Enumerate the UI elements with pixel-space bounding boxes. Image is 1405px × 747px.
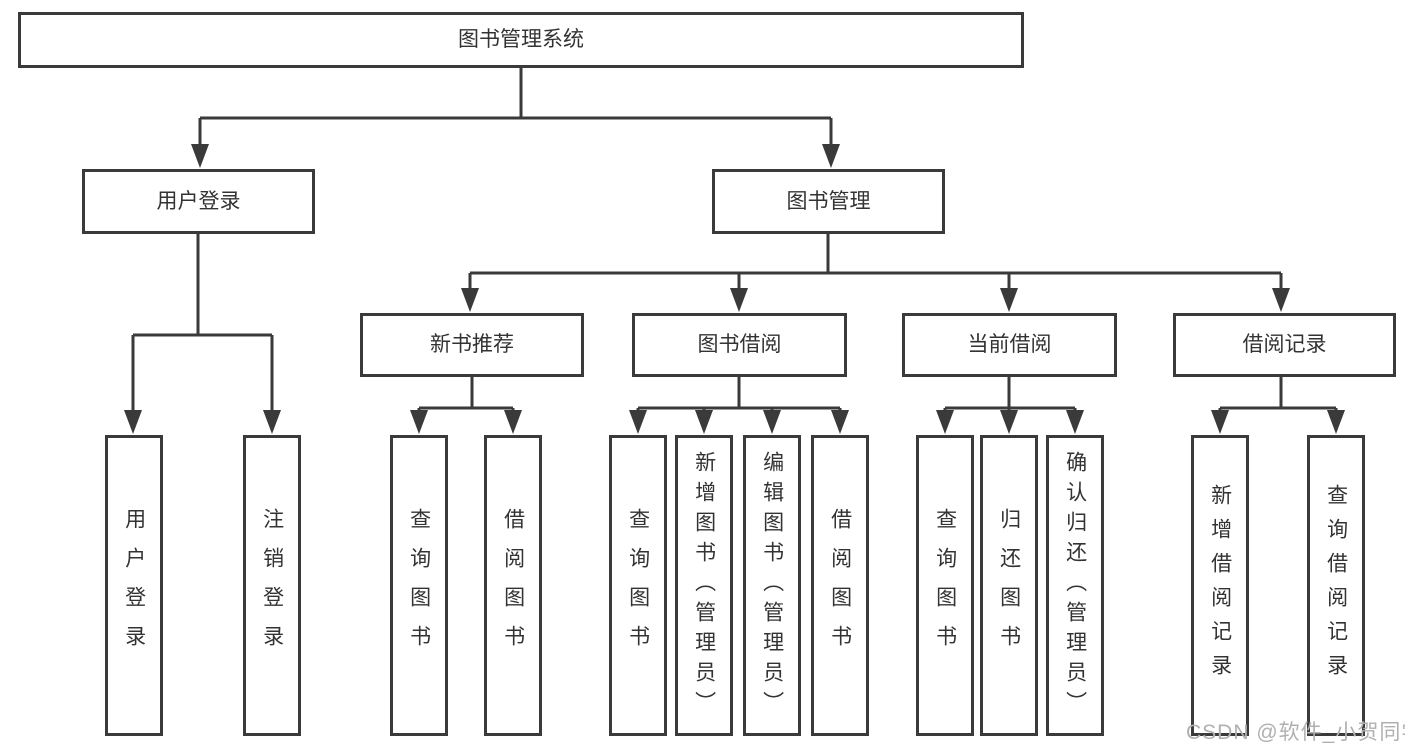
leaf-query-book-recommend: 查询图书 bbox=[390, 435, 448, 736]
node-root: 图书管理系统 bbox=[18, 12, 1024, 68]
leaf-query-book-recommend-label: 查询图书 bbox=[407, 507, 431, 664]
node-new-book-recommend-label: 新书推荐 bbox=[430, 333, 514, 357]
node-book-management: 图书管理 bbox=[712, 169, 945, 234]
leaf-query-book-borrow-label: 查询图书 bbox=[626, 507, 650, 664]
arrowhead-down-icon bbox=[461, 288, 479, 312]
arrowhead-down-icon bbox=[695, 410, 713, 434]
leaf-user-login: 用户登录 bbox=[105, 435, 163, 736]
arrowhead-down-icon bbox=[936, 410, 954, 434]
node-current-borrow-label: 当前借阅 bbox=[967, 333, 1052, 357]
leaf-edit-book-admin-label: 编辑图书（管理员） bbox=[760, 450, 784, 721]
node-new-book-recommend: 新书推荐 bbox=[360, 313, 584, 377]
arrowhead-down-icon bbox=[730, 288, 748, 312]
arrowhead-down-icon bbox=[1066, 410, 1084, 434]
leaf-add-borrow-record-label: 新增借阅记录 bbox=[1208, 483, 1232, 688]
arrowhead-down-icon bbox=[1000, 410, 1018, 434]
arrowhead-down-icon bbox=[1000, 288, 1018, 312]
connector-book-mgmt-children bbox=[468, 233, 1283, 295]
arrowhead-down-icon bbox=[763, 410, 781, 434]
leaf-confirm-return-admin-label: 确认归还（管理员） bbox=[1063, 450, 1087, 721]
leaf-add-book-admin: 新增图书（管理员） bbox=[675, 435, 733, 736]
node-user-login-label: 用户登录 bbox=[156, 189, 241, 213]
node-book-management-label: 图书管理 bbox=[786, 189, 871, 213]
arrowhead-down-icon bbox=[822, 144, 840, 168]
node-book-borrow-label: 图书借阅 bbox=[697, 333, 782, 357]
arrowhead-down-icon bbox=[124, 410, 142, 434]
node-user-login: 用户登录 bbox=[82, 169, 315, 234]
connector-new-book-children bbox=[417, 376, 515, 418]
leaf-query-borrow-record: 查询借阅记录 bbox=[1307, 435, 1365, 736]
leaf-edit-book-admin: 编辑图书（管理员） bbox=[743, 435, 801, 736]
leaf-borrow-book-borrow-label: 借阅图书 bbox=[828, 507, 852, 664]
leaf-return-book: 归还图书 bbox=[980, 435, 1038, 736]
leaf-query-book-current-label: 查询图书 bbox=[933, 507, 957, 664]
leaf-logout-login-label: 注销登录 bbox=[260, 507, 284, 664]
arrowhead-down-icon bbox=[1327, 410, 1345, 434]
leaf-borrow-book-recommend-label: 借阅图书 bbox=[501, 507, 525, 664]
leaf-confirm-return-admin: 确认归还（管理员） bbox=[1046, 435, 1104, 736]
leaf-return-book-label: 归还图书 bbox=[997, 507, 1021, 664]
leaf-query-book-borrow: 查询图书 bbox=[609, 435, 667, 736]
node-book-borrow: 图书借阅 bbox=[632, 313, 847, 377]
node-current-borrow: 当前借阅 bbox=[902, 313, 1117, 377]
leaf-user-login-label: 用户登录 bbox=[122, 507, 146, 664]
leaf-borrow-book-recommend: 借阅图书 bbox=[484, 435, 542, 736]
arrowhead-down-icon bbox=[1272, 288, 1290, 312]
arrowhead-down-icon bbox=[191, 144, 209, 168]
arrowhead-down-icon bbox=[629, 410, 647, 434]
node-root-label: 图书管理系统 bbox=[458, 28, 584, 52]
leaf-query-book-current: 查询图书 bbox=[916, 435, 974, 736]
arrowhead-down-icon bbox=[263, 410, 281, 434]
connector-user-login-children bbox=[131, 233, 274, 417]
leaf-add-book-admin-label: 新增图书（管理员） bbox=[692, 450, 716, 721]
leaf-borrow-book-borrow: 借阅图书 bbox=[811, 435, 869, 736]
arrowhead-down-icon bbox=[504, 410, 522, 434]
csdn-watermark: CSDN @软件_小贺同学 bbox=[1186, 721, 1405, 744]
connector-borrow-record-children bbox=[1218, 376, 1338, 418]
arrowhead-down-icon bbox=[1211, 410, 1229, 434]
leaf-query-borrow-record-label: 查询借阅记录 bbox=[1324, 483, 1348, 688]
node-borrow-record: 借阅记录 bbox=[1173, 313, 1396, 377]
connector-root-to-level2 bbox=[198, 67, 833, 150]
connector-book-borrow-children bbox=[636, 376, 842, 418]
node-borrow-record-label: 借阅记录 bbox=[1242, 333, 1327, 357]
leaf-logout-login: 注销登录 bbox=[243, 435, 301, 736]
leaf-add-borrow-record: 新增借阅记录 bbox=[1191, 435, 1249, 736]
arrowhead-down-icon bbox=[831, 410, 849, 434]
arrowhead-down-icon bbox=[410, 410, 428, 434]
